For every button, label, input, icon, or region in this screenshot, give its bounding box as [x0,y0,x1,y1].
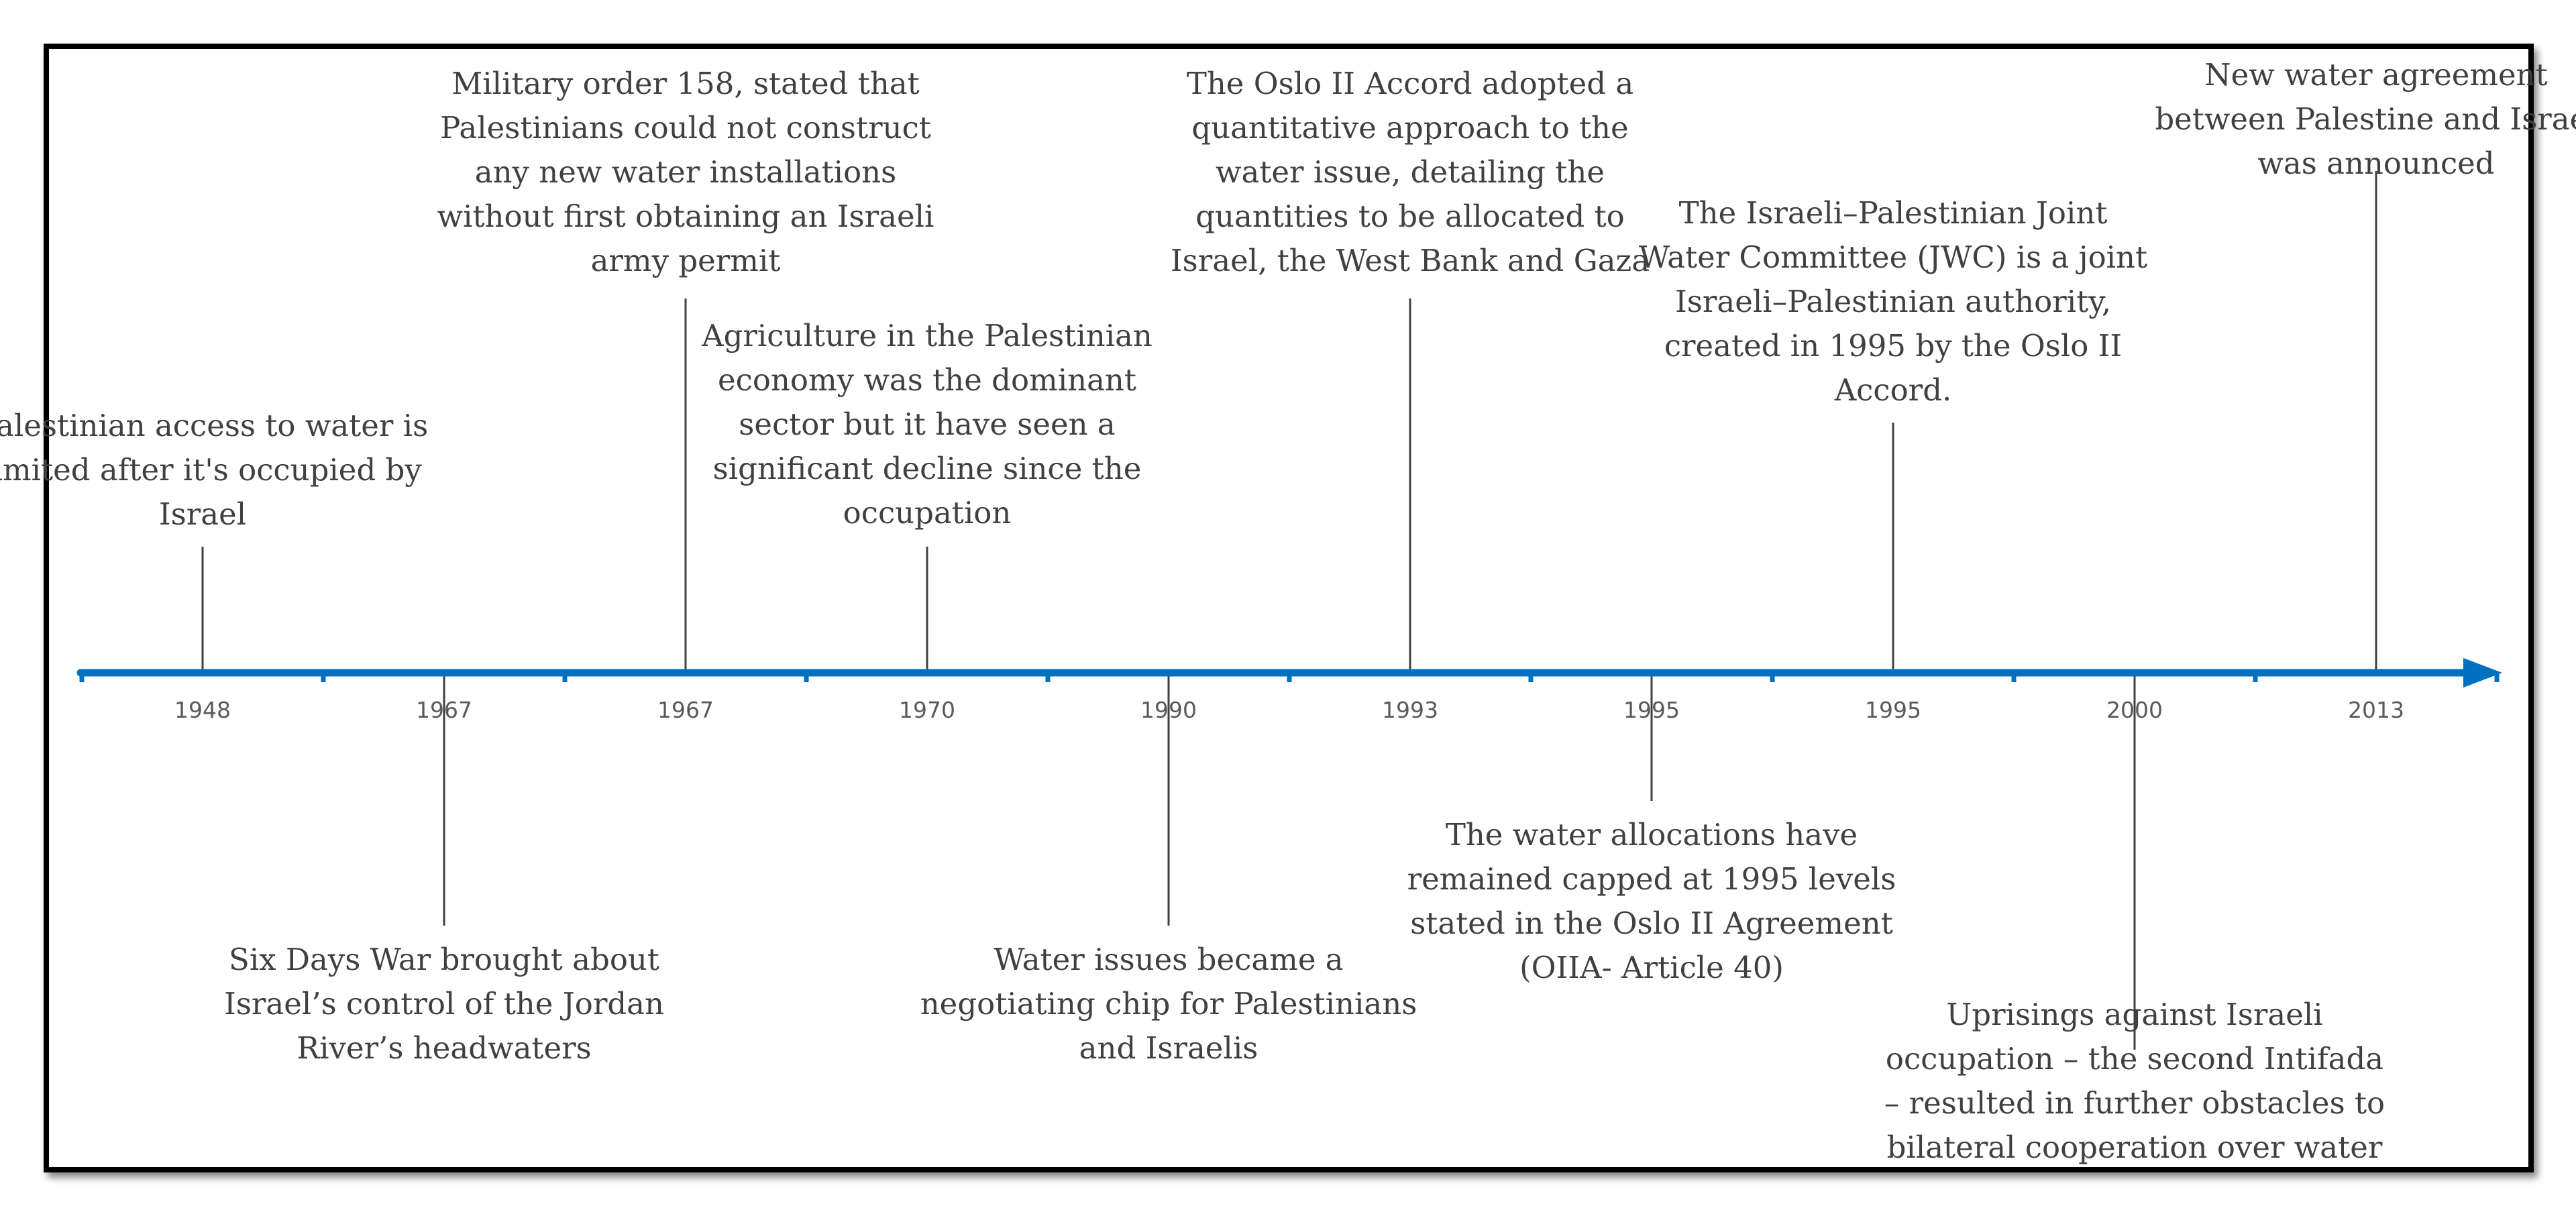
year-label: 1995 [1865,697,1921,723]
event-description: Six Days War brought about Israel’s cont… [224,942,664,1066]
year-label: 1990 [1140,697,1197,723]
event-description: Military order 158, stated that Palestin… [437,66,934,278]
event-description: The Oslo II Accord adopted a quantitativ… [1170,66,1650,278]
year-label: 1948 [174,697,231,723]
year-label: 1995 [1623,697,1680,723]
event-description: The water allocations have remained capp… [1407,817,1896,985]
event-description: Water issues became a negotiating chip f… [920,942,1417,1066]
year-label: 1967 [416,697,472,723]
year-label: 1967 [657,697,714,723]
event-description: Uprisings against Israeli occupation – t… [1884,997,2385,1165]
event-description: Agriculture in the Palestinian economy w… [702,318,1152,531]
event-description: The Israeli–Palestinian Joint Water Comm… [1638,195,2148,408]
event-description: New water agreement between Palestine an… [2155,57,2576,181]
year-label: 1993 [1382,697,1438,723]
year-label: 2000 [2106,697,2163,723]
diagram-frame [44,44,2534,1172]
timeline-arrowhead [2463,658,2502,688]
event-description: Palestinian access to water is limited a… [0,408,429,532]
year-label: 1970 [899,697,955,723]
year-label: 2013 [2348,697,2404,723]
